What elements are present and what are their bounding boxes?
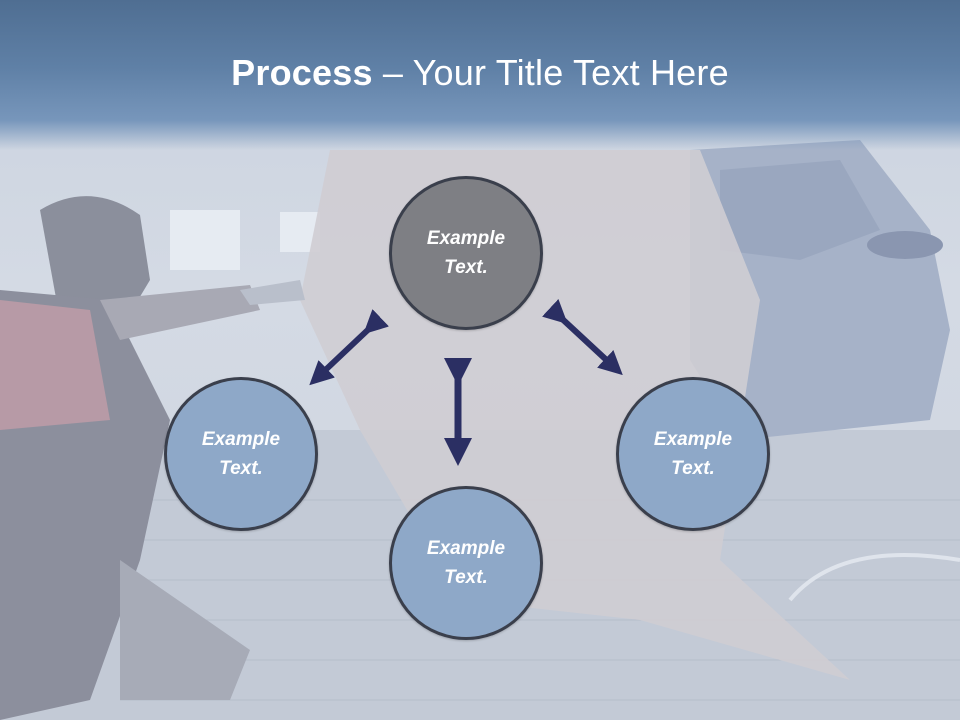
arrow-top-right <box>542 299 623 376</box>
node-top-text: Example Text. <box>426 228 506 278</box>
title-rest: – Your Title Text Here <box>372 52 729 93</box>
node-left-text: Example Text. <box>201 429 281 479</box>
process-node-top: Example Text. <box>389 176 543 330</box>
process-node-bottom: Example Text. <box>389 486 543 640</box>
title-bar <box>0 0 960 150</box>
process-node-right: Example Text. <box>616 377 770 531</box>
arrow-top-left <box>309 309 389 386</box>
slide-title: Process – Your Title Text Here <box>0 52 960 94</box>
process-node-left: Example Text. <box>164 377 318 531</box>
title-bold: Process <box>231 52 373 93</box>
node-right-text: Example Text. <box>653 429 733 479</box>
node-bottom-text: Example Text. <box>426 538 506 588</box>
